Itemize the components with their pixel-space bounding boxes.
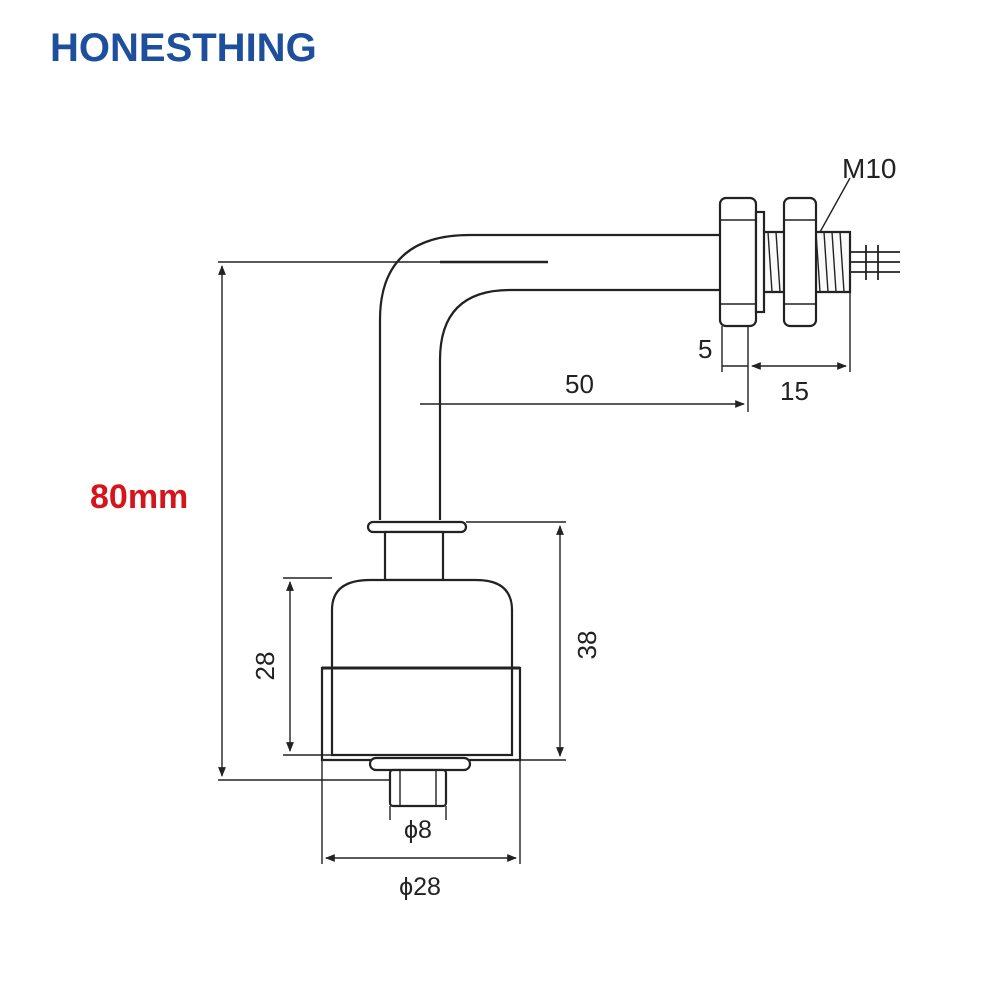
bottom-washer (368, 756, 472, 772)
collar-washer (366, 520, 468, 534)
washer (754, 210, 766, 314)
nut-right (782, 196, 818, 328)
thread-label: M10 (842, 153, 896, 184)
thread-length-label: 15 (780, 376, 809, 406)
brand-name: HONESTHING (50, 26, 317, 70)
dimension-labels: 80mm M10 5 50 15 28 38 ϕ8 ϕ28 (90, 153, 896, 901)
bottom-stem (388, 768, 448, 808)
pipe-outer-edge (378, 233, 720, 520)
float-body (320, 520, 522, 808)
mounting-hardware (718, 196, 900, 328)
pipe-outline (378, 233, 720, 520)
pipe-inner-edge (438, 288, 720, 520)
nut-gap-label: 5 (698, 334, 712, 364)
horizontal-length-label: 50 (565, 369, 594, 399)
total-length-label: 80mm (90, 478, 188, 516)
dimension-lines (218, 177, 851, 864)
float-total-height-label: 38 (572, 631, 602, 660)
lead-wires (850, 245, 900, 280)
stem (383, 530, 445, 582)
stem-diameter-label: ϕ8 (404, 816, 432, 844)
nut-left (718, 196, 758, 328)
m10-leader (819, 177, 851, 233)
brand-logo: HONESTHING (50, 26, 317, 71)
float-diameter-label: ϕ28 (399, 873, 441, 901)
float-height-label: 28 (250, 652, 280, 681)
